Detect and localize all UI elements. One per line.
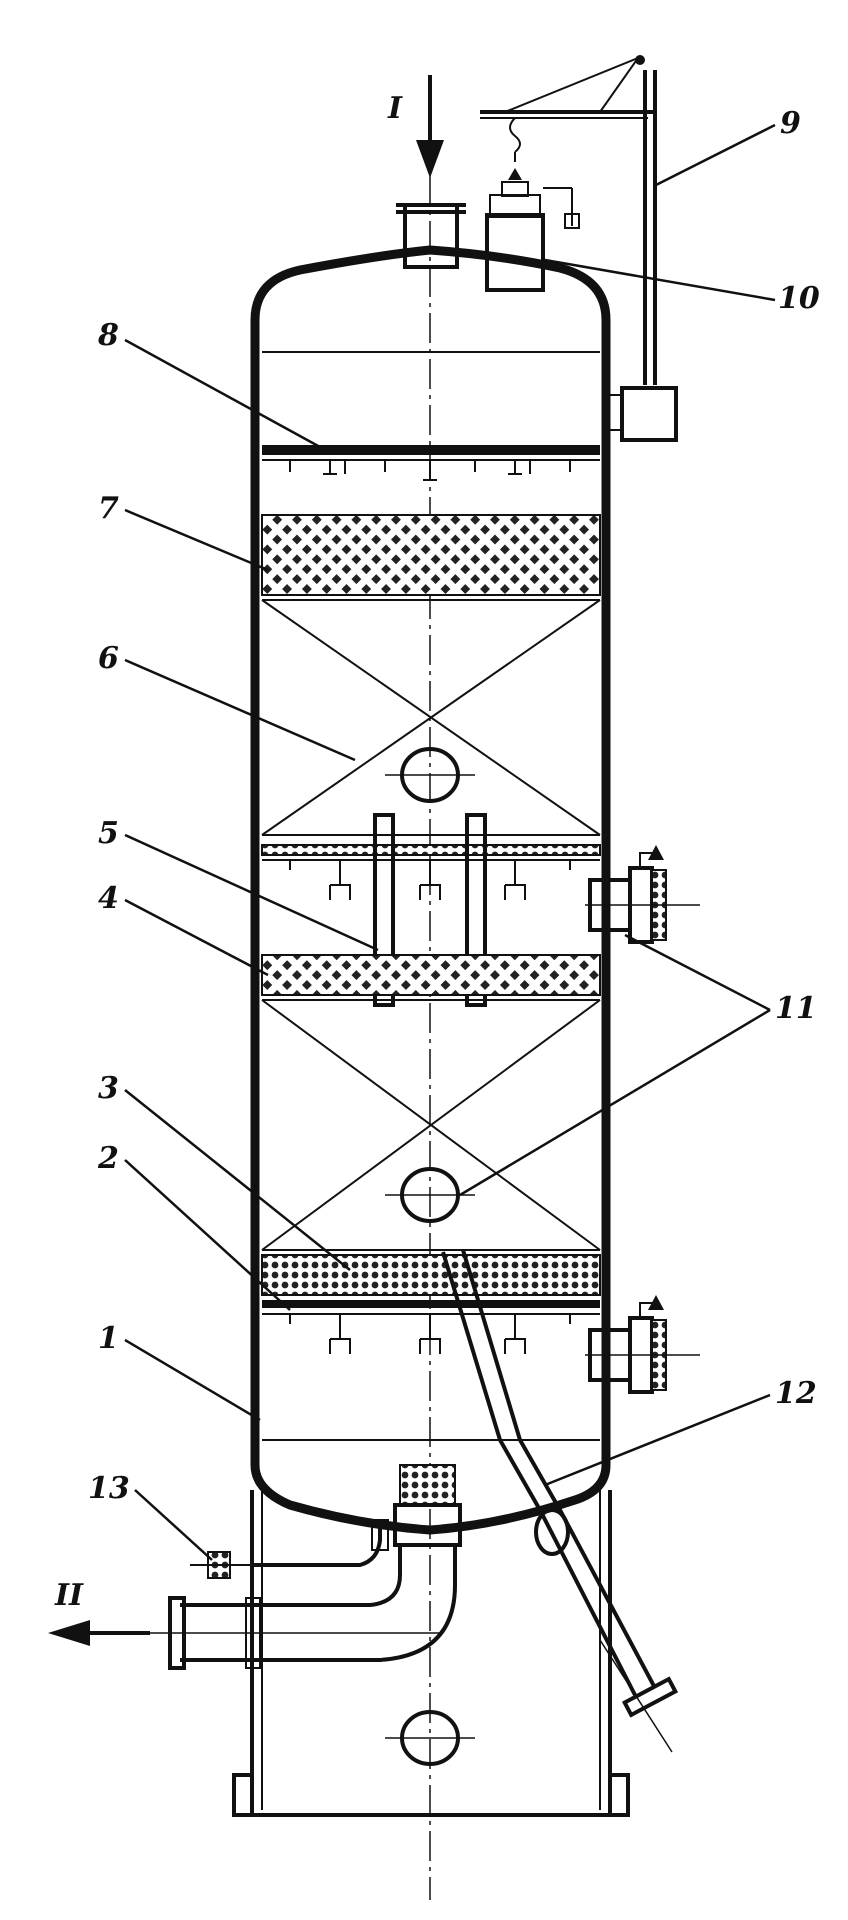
bottom-outlet: II	[48, 1464, 462, 1670]
top-inlet-nozzle	[396, 203, 466, 269]
upper-distributor	[262, 445, 600, 481]
label-5: 5	[98, 816, 119, 851]
middle-mesh-pad	[261, 954, 601, 996]
label-11: 11	[775, 991, 817, 1026]
middle-distributor	[261, 813, 601, 1007]
support-grid	[262, 1300, 600, 1354]
column-shell	[250, 245, 611, 1535]
label-4: 4	[98, 881, 119, 916]
label-7: 7	[98, 491, 119, 526]
side-nozzle-lower	[585, 1295, 700, 1394]
label-9: 9	[780, 106, 801, 141]
flow-in-label: I	[387, 91, 403, 126]
leader-lines	[124, 123, 776, 1561]
skirt-support	[232, 1490, 630, 1817]
label-13: 13	[88, 1471, 130, 1506]
upper-mesh-pad	[261, 514, 601, 596]
label-3: 3	[98, 1071, 119, 1106]
label-8: 8	[97, 318, 119, 353]
label-6: 6	[98, 641, 119, 676]
label-10: 10	[778, 281, 820, 316]
lower-mesh-pad	[261, 1254, 601, 1296]
inlet-arrow: I	[387, 75, 444, 178]
davit-crane	[480, 55, 678, 442]
upper-packed-bed	[261, 599, 601, 836]
drain-pipe	[441, 1249, 679, 1753]
drain-valve	[190, 1519, 389, 1579]
label-2: 2	[97, 1141, 119, 1176]
flow-out-label: II	[54, 1578, 84, 1613]
label-12: 12	[775, 1376, 817, 1411]
label-1: 1	[98, 1321, 119, 1356]
lower-packed-bed	[261, 999, 601, 1251]
safety-valve	[485, 168, 580, 292]
callout-labels: 8 7 6 5 4 3 2 1 13 9 10 11 12	[88, 106, 820, 1506]
side-nozzle-upper	[585, 845, 700, 944]
